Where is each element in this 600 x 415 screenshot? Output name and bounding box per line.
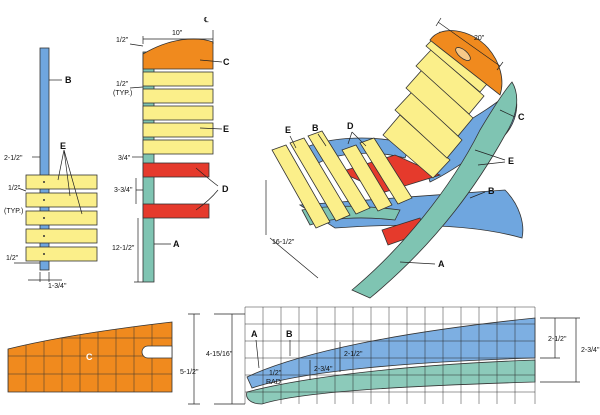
persp-seat-slat [359,137,413,205]
dim-5-1-2: 5-1/2" [180,369,199,376]
pattern-ab: A B 1/2" RAD 2-3/4" 2-1/2" 4-15/16" 5-1/… [180,306,600,405]
persp-back-slat [394,91,463,159]
dim-2-3-4-right: 2-3/4" [581,347,600,354]
dim-20: 20" [474,35,485,42]
side-slat [25,192,98,208]
dim-2-1-2-mid: 2-1/2" [344,351,363,358]
dim-16-1-2: 16-1/2" [272,239,295,246]
pattern-c-shape [7,321,173,393]
persp-back-slat [405,69,474,137]
dim-typ: (TYP.) [4,208,23,215]
label-b: B [65,75,72,85]
dim-2-3-4: 2-3/4" [314,366,333,373]
label-d: D [222,184,229,194]
front-slat [142,105,214,121]
label-c-pattern: C [86,352,93,362]
label-b-persp: B [312,123,319,133]
front-crosspiece-d [142,162,210,178]
dim-gap-bottom: 1/2" [6,255,19,262]
dim-10: 10" [172,30,183,37]
persp-seat-slat [289,137,351,222]
front-back-c [142,38,214,70]
side-slat [25,228,98,244]
dim-spacing-front: 1/2" [116,81,129,88]
persp-back-slats [382,31,495,179]
side-slat [25,246,98,262]
label-d-persp: D [347,121,354,131]
side-view: B E 2-1/2" 1/2" (TYP.) 1/2" 1-3/4" [4,47,98,290]
persp-back-slat [382,114,451,179]
dim-2-1-2-right: 2-1/2" [548,336,567,343]
persp-seat-slat [271,144,331,229]
side-leg-b [39,47,50,271]
front-slat [142,88,214,104]
label-e-front: E [223,124,229,134]
perspective-view: 20" 16-1/2" E B D C E B A [265,17,525,299]
label-b-pattern: B [286,329,293,339]
label-c: C [223,57,230,67]
label-e: E [60,141,66,151]
persp-back-slat [415,49,485,115]
label-a-pattern: A [251,329,258,339]
pattern-a-shape [246,359,536,405]
dim-3-4: 3/4" [118,155,131,162]
side-slats [25,174,98,262]
front-slat [142,71,214,87]
front-slat [142,139,214,155]
label-e-persp: E [285,125,291,135]
persp-seat-slats [271,130,413,229]
dim-4-15-16: 4-15/16" [206,351,233,358]
pattern-c-cutout [141,345,173,359]
persp-seat-slat [341,144,393,212]
persp-leg-a [351,81,518,299]
persp-handle-cutout [455,47,471,61]
front-crosspiece-d [142,203,210,219]
centerline-mark: ℄ [203,17,209,24]
front-slat [142,122,214,138]
persp-seat-slat [307,130,371,215]
label-b-persp-leg: B [488,186,495,196]
dim-radius: 1/2" [269,370,282,377]
label-e-persp-back: E [508,156,514,166]
dim-12-1-2: 12-1/2" [112,245,135,252]
dim-rad: RAD [266,379,281,386]
dim-spacing: 1/2" [8,185,21,192]
label-c-persp: C [518,112,525,122]
persp-back-top-c [429,30,503,96]
side-slat [25,174,98,190]
side-screws [43,181,45,255]
pattern-b-shape [246,317,536,389]
dim-2-1-2: 2-1/2" [4,155,23,162]
dim-gap-top: 1/2" [116,37,129,44]
dim-1-3-4: 1-3/4" [48,283,67,290]
pattern-c: C [7,321,173,393]
front-view: 10" ℄ C E D A 1/2" 1/2" (TYP.) 3/4" 3-3/… [112,17,230,283]
front-slats [142,71,214,155]
side-slat [25,210,98,226]
label-a-persp: A [438,259,445,269]
dim-3-3-4: 3-3/4" [114,187,133,194]
label-a: A [173,239,180,249]
dim-typ-front: (TYP.) [113,90,132,97]
